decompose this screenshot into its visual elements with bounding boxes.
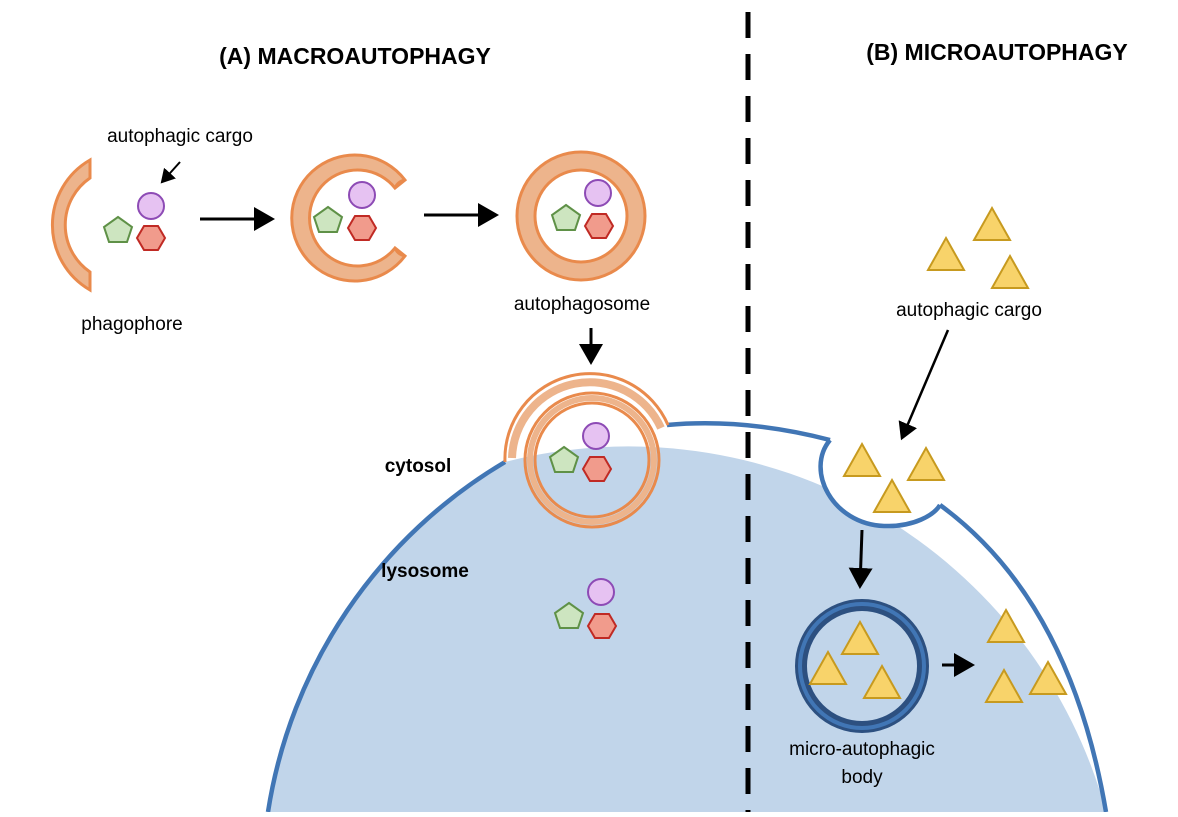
autophagosome bbox=[515, 150, 647, 282]
cargo-triangle bbox=[840, 619, 880, 655]
cytosol-label: cytosol bbox=[385, 456, 452, 477]
cargo-pentagon bbox=[553, 601, 585, 629]
cargo-triangles-in-body bbox=[808, 619, 902, 699]
cargo-hexagon bbox=[346, 215, 378, 241]
cargo-triangle bbox=[862, 663, 902, 699]
cargo-triangle bbox=[986, 607, 1026, 643]
cargo-circle bbox=[348, 181, 376, 209]
cargo-triangle bbox=[984, 667, 1024, 703]
cargo-group-phagophore bbox=[102, 192, 167, 251]
cargo-hexagon bbox=[583, 213, 615, 239]
cargo-circle bbox=[587, 578, 615, 606]
closing-phagophore bbox=[290, 153, 408, 283]
cargo-pentagon bbox=[312, 205, 344, 233]
cargo-triangle bbox=[1028, 659, 1068, 695]
micro-body-label-line1: micro-autophagic bbox=[789, 739, 935, 760]
phagophore-cargo-label: autophagic cargo bbox=[107, 126, 253, 147]
micro-autophagic-body bbox=[795, 599, 929, 733]
cargo-triangles-free bbox=[926, 205, 1030, 289]
cargo-pentagon bbox=[550, 203, 582, 231]
cargo-hexagon bbox=[581, 456, 613, 482]
cargo-triangle bbox=[990, 253, 1030, 289]
cargo-triangle bbox=[926, 235, 966, 271]
cargo-triangles-invaginating bbox=[842, 441, 946, 513]
cargo-hexagon bbox=[586, 613, 618, 639]
panel-a-title: (A) MACROAUTOPHAGY bbox=[219, 43, 491, 69]
autophagosome-label: autophagosome bbox=[514, 294, 650, 315]
cargo-pentagon bbox=[102, 215, 134, 243]
lysosome-label: lysosome bbox=[381, 561, 469, 582]
cargo-group-autophagosome bbox=[550, 179, 615, 239]
cargo-hexagon bbox=[135, 225, 167, 251]
cargo-circle bbox=[137, 192, 165, 220]
cargo-triangle bbox=[808, 649, 848, 685]
cargo-pentagon bbox=[548, 445, 580, 473]
cargo-group-released bbox=[553, 578, 618, 639]
cargo-triangle bbox=[842, 441, 882, 477]
lysosome-invagination bbox=[818, 438, 942, 529]
cargo-triangle bbox=[872, 477, 912, 513]
micro-body-label-line2: body bbox=[841, 767, 883, 788]
cargo-triangle bbox=[972, 205, 1012, 241]
fusing-autophagosome bbox=[503, 372, 670, 529]
cargo-group-fusion bbox=[548, 422, 613, 482]
micro-cargo-label: autophagic cargo bbox=[896, 300, 1042, 321]
cargo-group-closing bbox=[312, 181, 378, 241]
cargo-circle bbox=[584, 179, 612, 207]
panel-b-title: (B) MICROAUTOPHAGY bbox=[866, 39, 1128, 65]
phagophore-label: phagophore bbox=[81, 314, 182, 335]
step-arrow-micro bbox=[848, 529, 873, 589]
cargo-pointer-arrow bbox=[160, 161, 181, 184]
cargo-triangle bbox=[906, 445, 946, 481]
cargo-pointer-arrow-b bbox=[898, 329, 950, 441]
cargo-circle bbox=[582, 422, 610, 450]
cargo-triangles-released bbox=[984, 607, 1068, 703]
phagophore bbox=[50, 157, 92, 293]
